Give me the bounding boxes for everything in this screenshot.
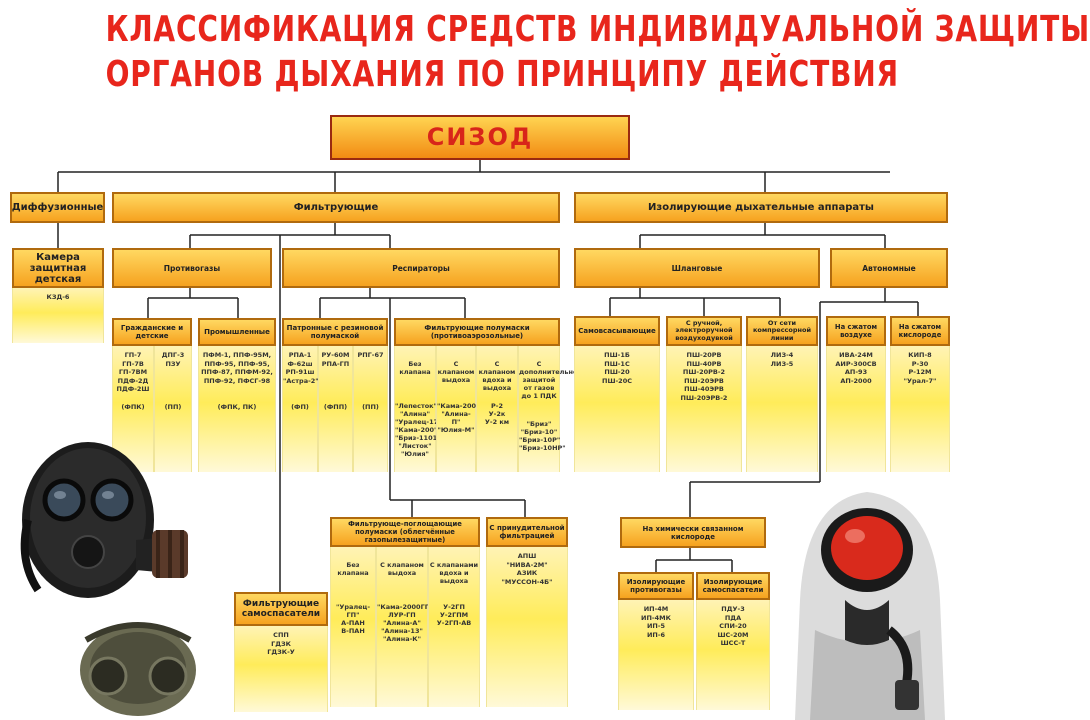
gas-half-masks-col1: Без клапана "Уралец-ГП" А-ПАН В-ПАН [330,547,376,707]
filtering-self-rescuers-models: СПП ГДЗК ГДЗК-У [234,626,328,712]
filtering-self-rescuers-box: Фильтрующие самоспасатели [234,592,328,626]
self-suction-box: Самовсасывающие [574,316,660,346]
gas-half-masks-col3-head: С клапанами вдоха и выдоха [429,560,479,585]
half-masks-col1-models: "Лепесток" "Алина" "Уралец-17" "Кама-200… [395,402,442,459]
isolating-gas-masks-models: ИП-4М ИП-4МК ИП-5 ИП-6 [618,600,694,710]
half-masks-box: Фильтрующие полумаски (противоаэрозольны… [394,318,560,346]
respirators-box: Респираторы [282,248,560,288]
half-masks-col2: С клапаном выдоха "Кама-200П" "Алина-П" … [436,346,485,472]
gas-half-masks-box: Фильтрующе-поглощающие полумаски (облегч… [330,517,480,547]
half-masks-col4-models: "Бриз" "Бриз-10" "Бриз-10Р" "Бриз-10НР" [519,420,566,453]
industrial-models: ПФМ-1, ППФ-95М, ППФ-95, ППФ-95, ППФ-87, … [198,346,276,472]
compressor-box: От сети компрессорной линии [746,316,818,346]
civil-models-col1: ГП-7 ГП-7В ГП-7ВМ ПДФ-2Д ПДФ-2Ш (ФПК) [112,346,154,472]
poster: КЛАССИФИКАЦИЯ СРЕДСТВ ИНДИВИДУАЛЬНОЙ ЗАЩ… [10,9,1090,720]
civil-children-box: Гражданские и детские [112,318,192,346]
protective-hood-illustration [795,492,945,720]
half-masks-col1-head: Без клапана [399,359,431,376]
self-suction-models: ПШ-1Б ПШ-1С ПШ-20 ПШ-20С [574,346,660,472]
gas-half-masks-col2-models: "Кама-2000ГП" ЛУР-ГП "Алина-А" "Алина-13… [377,603,434,644]
gas-half-masks-col2: С клапаном выдоха "Кама-2000ГП" ЛУР-ГП "… [376,547,434,707]
isolating-gas-masks-box: Изолирующие противогазы [618,572,694,600]
title-line-2: ОРГАНОВ ДЫХАНИЯ ПО ПРИНЦИПУ ДЕЙСТВИЯ [105,54,899,95]
isolating-self-rescuers-models: ПДУ-3 ПДА СПИ-20 ШС-20М ШСС-Т [696,600,770,710]
manual-electric-models: ПШ-20РВ ПШ-40РВ ПШ-20РВ-2 ПШ-20ЭРВ ПШ-40… [666,346,742,472]
gas-half-masks-col1-models: "Уралец-ГП" А-ПАН В-ПАН [335,603,371,636]
autonomous-box: Автономные [830,248,948,288]
category-diffusion: Диффузионные [10,192,105,223]
half-masks-col3-head: С клапаном вдоха и выдоха [478,359,516,392]
category-filtering: Фильтрующие [112,192,560,223]
compressed-air-models: ИВА-24М АИР-300СВ АП-93 АП-2000 [826,346,886,472]
civil-models-col2: ДПГ-3 ПЗУ (ПП) [154,346,192,472]
child-chamber-box: Камера защитная детская [12,248,104,288]
forced-filtration-models: АПШ "НИВА-2М" АЗИК "МУССОН-4Б" [486,547,568,707]
gas-half-masks-col3: С клапанами вдоха и выдоха У-2ГП У-2ГПМ … [428,547,480,707]
gas-mask-illustration [20,442,196,716]
half-masks-col3-models: Р-2 У-2к У-2 км [484,402,510,427]
manual-electric-box: С ручной, электроручной воздуходувкой [666,316,742,346]
cartridge-models-col2: РУ-60М РПА-ГП (ФПП) [318,346,353,472]
compressed-oxygen-box: На сжатом кислороде [890,316,950,346]
cartridge-models-col3: РПГ-67 (ПП) [353,346,388,472]
child-chamber-models: КЗД-6 [12,288,104,343]
cartridge-respirators-box: Патронные с резиновой полумаской [282,318,388,346]
half-masks-col2-models: "Кама-200П" "Алина-П" "Юлия-М" [437,402,485,435]
hose-box: Шланговые [574,248,820,288]
half-masks-col3: С клапаном вдоха и выдоха Р-2 У-2к У-2 к… [476,346,518,472]
gas-half-masks-col3-models: У-2ГП У-2ГПМ У-2ГП-АВ [436,603,472,628]
industrial-box: Промышленные [198,318,276,346]
isolating-self-rescuers-box: Изолирующие самоспасатели [696,572,770,600]
chemical-oxygen-box: На химически связанном кислороде [620,517,766,548]
half-masks-col1: Без клапана "Лепесток" "Алина" "Уралец-1… [394,346,442,472]
gas-half-masks-col2-head: С клапаном выдоха [380,560,424,577]
half-masks-col4-head: С дополнительной защитой от газов до 1 П… [519,359,583,400]
compressed-oxygen-models: КИП-8 Р-30 Р-12М "Урал-7" [890,346,950,472]
connector-lines [57,160,919,592]
half-masks-col2-head: С клапаном выдоха [437,359,475,384]
gas-half-masks-col1-head: Без клапана [337,560,369,577]
half-masks-col4: С дополнительной защитой от газов до 1 П… [518,346,583,472]
category-isolating: Изолирующие дыхательные аппараты [574,192,948,223]
root-box-sizod: СИЗОД [330,115,630,160]
gas-masks-box: Противогазы [112,248,272,288]
cartridge-models-col1: РПА-1 Ф-62ш РП-91ш "Астра-2" (ФП) [282,346,319,472]
forced-filtration-box: С принудительной фильтрацией [486,517,568,547]
compressed-air-box: На сжатом воздухе [826,316,886,346]
compressor-models: ЛИЗ-4 ЛИЗ-5 [746,346,818,472]
